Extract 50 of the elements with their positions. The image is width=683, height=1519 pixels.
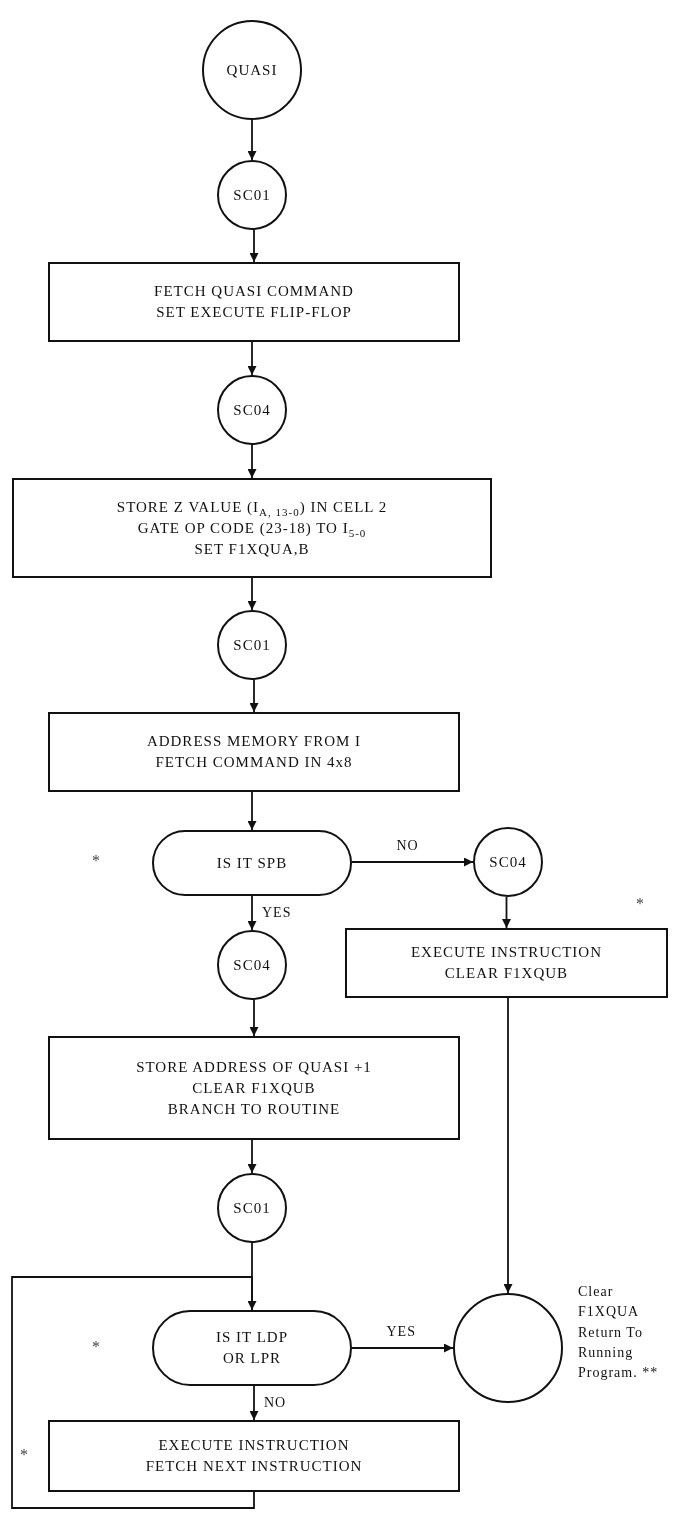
node-text: ADDRESS MEMORY FROM I <box>146 732 362 751</box>
footnote-mark: * <box>92 852 100 870</box>
arrow <box>503 997 513 1294</box>
arrow <box>247 791 257 831</box>
node-text: EXECUTE INSTRUCTION <box>158 1436 350 1455</box>
arrow <box>247 444 257 479</box>
node-text: GATE OP CODE (23-18) TO I$_{5-0}$ <box>137 518 367 539</box>
process-box <box>48 1420 460 1492</box>
node-text: SC04 <box>489 852 527 872</box>
process-box <box>48 712 460 792</box>
node-text: BRANCH TO ROUTINE <box>167 1099 341 1119</box>
node-text: SC04 <box>233 955 271 975</box>
process-box <box>48 1036 460 1140</box>
node-text: SC04 <box>233 400 271 420</box>
arrow <box>249 679 259 713</box>
node-text: IS IT LDP OR LPR <box>214 1328 290 1368</box>
footnote-mark: * <box>20 1446 28 1464</box>
arrow <box>502 896 511 929</box>
footnote-mark: * <box>92 1338 100 1356</box>
process-box <box>345 928 668 998</box>
process-box <box>12 478 492 578</box>
node-text: SC01 <box>233 185 271 205</box>
footnote-mark: * <box>636 895 644 913</box>
node-text: STORE Z VALUE (I$_{A, 13-0}$) IN CELL 2 <box>116 497 388 518</box>
arrow <box>351 857 474 867</box>
arrow <box>247 577 257 611</box>
arrow <box>247 1139 257 1174</box>
process-box <box>48 262 460 342</box>
node-text: FETCH QUASI COMMAND <box>154 282 354 301</box>
node-text: CLEAR F1XQUB <box>192 1078 316 1098</box>
node-text: QUASI <box>226 60 278 80</box>
arrow <box>11 1276 257 1509</box>
node-text: STORE ADDRESS OF QUASI +1 <box>136 1057 372 1077</box>
node-text: SET EXECUTE FLIP-FLOP <box>156 303 352 322</box>
arrow <box>247 895 257 931</box>
node-text: FETCH COMMAND IN 4x8 <box>155 753 353 772</box>
arrow <box>249 999 259 1037</box>
node-text: FETCH NEXT INSTRUCTION <box>145 1457 363 1476</box>
node-text: SC01 <box>233 1198 271 1218</box>
node-text: CLEAR F1XQUB <box>444 964 569 983</box>
node-text: IS IT SPB <box>216 853 288 873</box>
arrow <box>247 341 257 376</box>
arrow <box>247 119 257 161</box>
arrow <box>351 1343 454 1353</box>
arrow <box>249 229 259 263</box>
arrow <box>249 1385 259 1421</box>
node-text: EXECUTE INSTRUCTION <box>410 943 603 962</box>
node-text: SET F1XQUA,B <box>194 539 310 559</box>
side-note: Clear F1XQUA Return To Running Program. ** <box>578 1283 660 1383</box>
node-text: SC01 <box>233 635 271 655</box>
